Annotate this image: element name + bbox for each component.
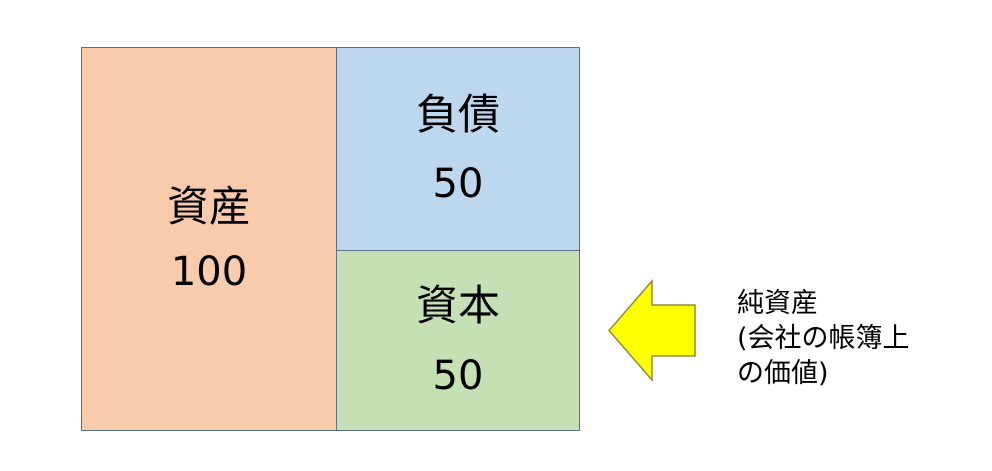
liabilities-block: 負債 50 [336,47,580,251]
liabilities-value: 50 [432,161,484,208]
liabilities-label: 負債 [415,89,500,139]
capital-label: 資本 [415,281,500,331]
assets-block: 資産 100 [81,47,337,431]
net-assets-note-line-2: (会社の帳簿上 [737,323,910,355]
net-assets-note: 純資産 (会社の帳簿上 の価値) [737,286,977,391]
assets-value: 100 [170,249,248,296]
capital-value: 50 [432,352,484,399]
left-arrow-shape [608,279,696,382]
capital-block: 資本 50 [336,250,580,431]
left-arrow-icon [608,279,696,382]
assets-label: 資産 [166,181,251,231]
net-assets-note-line-1: 純資産 [737,288,818,319]
net-assets-note-line-3: の価値) [737,358,829,390]
